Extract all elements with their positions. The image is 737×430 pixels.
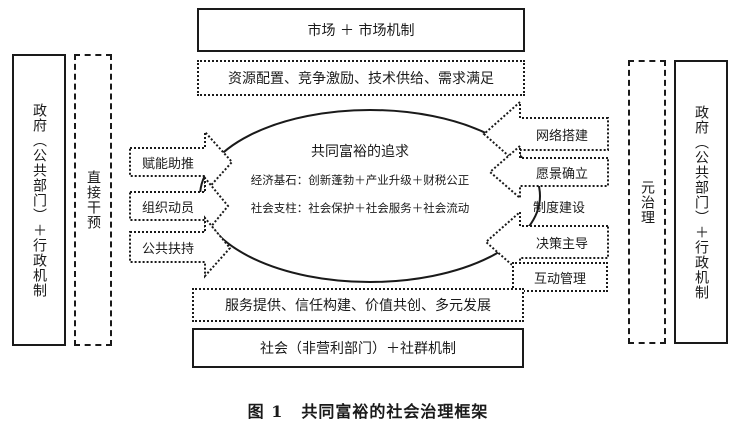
economic-basis: 经济基石：创新蓬勃＋产业升级＋财税公正 <box>226 170 494 190</box>
left-arrow-label-3: 公共扶持 <box>132 235 204 259</box>
right-arrow-label-3: 制度建设 <box>510 192 608 220</box>
left-arrow-label-1: 赋能助推 <box>132 150 204 174</box>
central-title-text: 共同富裕的追求 <box>311 144 409 160</box>
right-meta-governance-box: 元治理 <box>628 60 666 344</box>
social-support-text: 社会支柱：社会保护＋社会服务＋社会流动 <box>250 201 470 215</box>
left-arrow-text-1: 赋能助推 <box>141 156 194 172</box>
direct-intervention-label: 直接干预 <box>85 170 101 230</box>
market-functions-label: 资源配置、竞争激励、技术供给、需求满足 <box>228 71 494 87</box>
right-arrow-shape-4 <box>484 209 609 275</box>
right-arrow-box-5: 互动管理 <box>512 262 608 292</box>
caption-title: 共同富裕的社会治理框架 <box>301 402 489 421</box>
right-arrow-label-4: 决策主导 <box>520 228 604 256</box>
right-arrow-label-1: 网络搭建 <box>520 120 604 148</box>
right-arrow-text-4: 决策主导 <box>535 236 588 252</box>
society-box-label: 社会（非营利部门）＋社群机制 <box>260 341 456 357</box>
left-arrow-shape-2 <box>129 175 230 237</box>
left-arrow-text-3: 公共扶持 <box>141 241 194 257</box>
social-support: 社会支柱：社会保护＋社会服务＋社会流动 <box>226 198 494 218</box>
figure-caption: 图 1 共同富裕的社会治理框架 <box>168 398 568 422</box>
society-box: 社会（非营利部门）＋社群机制 <box>192 328 524 368</box>
right-arrow-text-3: 制度建设 <box>532 200 585 216</box>
left-government-label: 政府（公共部门）＋行政机制 <box>31 102 47 298</box>
left-direct-intervention-box: 直接干预 <box>74 54 112 346</box>
right-arrow-label-2: 愿景确立 <box>520 158 604 186</box>
society-functions-box: 服务提供、信任构建、价值共创、多元发展 <box>192 288 524 322</box>
left-arrow-shape-1 <box>129 129 234 195</box>
left-arrow-label-2: 组织动员 <box>132 194 204 218</box>
caption-label: 图 1 <box>247 402 284 421</box>
central-title: 共同富裕的追求 <box>260 140 460 162</box>
society-functions-label: 服务提供、信任构建、价值共创、多元发展 <box>225 298 491 314</box>
meta-governance-label: 元治理 <box>639 179 655 225</box>
market-box: 市场 ＋ 市场机制 <box>197 8 525 52</box>
right-arrow-text-5: 互动管理 <box>533 271 586 287</box>
left-arrow-shape-3 <box>129 215 232 279</box>
economic-basis-text: 经济基石：创新蓬勃＋产业升级＋财税公正 <box>250 173 470 187</box>
market-box-label: 市场 ＋ 市场机制 <box>307 23 415 39</box>
right-arrow-text-2: 愿景确立 <box>535 166 588 182</box>
market-functions-box: 资源配置、竞争激励、技术供给、需求满足 <box>197 60 525 96</box>
right-arrow-shape-2 <box>488 143 609 201</box>
left-arrow-text-2: 组织动员 <box>141 200 194 216</box>
left-government-box: 政府（公共部门）＋行政机制 <box>12 54 66 346</box>
right-government-label: 政府（公共部门）＋行政机制 <box>693 104 709 300</box>
right-government-box: 政府（公共部门）＋行政机制 <box>674 60 728 344</box>
right-arrow-shape-1 <box>482 99 609 169</box>
right-arrow-text-1: 网络搭建 <box>535 128 588 144</box>
